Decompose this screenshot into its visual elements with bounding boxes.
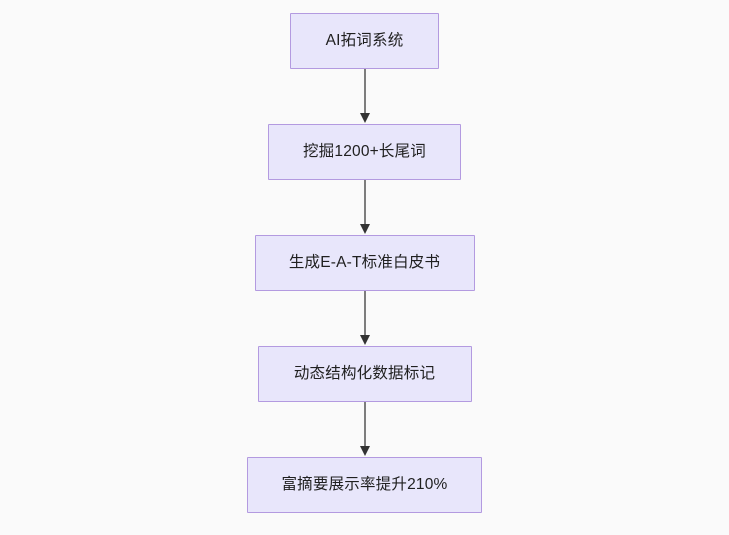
arrow-down-icon (359, 224, 370, 234)
node-label: AI拓词系统 (325, 32, 404, 50)
node-label: 富摘要展示率提升210% (281, 476, 448, 494)
edge-line (363, 69, 366, 114)
flowchart-node-ai-keyword-system[interactable]: AI拓词系统 (290, 13, 439, 69)
flowchart-edge-n4-n5 (358, 402, 372, 457)
edge-line (363, 291, 366, 336)
flowchart-node-dynamic-structured-data-markup[interactable]: 动态结构化数据标记 (257, 346, 472, 402)
flowchart-edge-n3-n4 (358, 291, 372, 346)
node-label: 挖掘1200+长尾词 (302, 143, 427, 161)
arrow-down-icon (359, 335, 370, 345)
flowchart-edge-n1-n2 (358, 69, 372, 124)
arrow-down-icon (359, 446, 370, 456)
flowchart-node-mine-longtail-keywords[interactable]: 挖掘1200+长尾词 (268, 124, 461, 180)
node-label: 动态结构化数据标记 (293, 365, 436, 383)
edge-line (363, 402, 366, 447)
flowchart-node-rich-snippet-impression-lift[interactable]: 富摘要展示率提升210% (247, 457, 482, 513)
node-label: 生成E-A-T标准白皮书 (288, 254, 441, 272)
edge-line (363, 180, 366, 225)
flowchart-edge-n2-n3 (358, 180, 372, 235)
flowchart-node-generate-eat-whitepaper[interactable]: 生成E-A-T标准白皮书 (254, 235, 475, 291)
arrow-down-icon (359, 113, 370, 123)
